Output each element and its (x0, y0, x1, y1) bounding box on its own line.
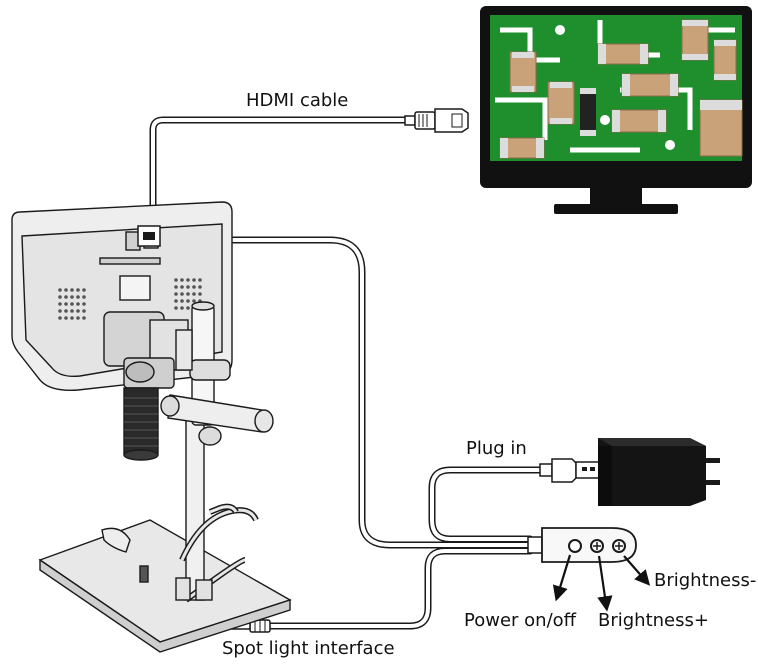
brightness-minus-button[interactable] (612, 539, 626, 553)
monitor (480, 6, 752, 214)
hdmi-connector (404, 108, 469, 133)
power-button[interactable] (568, 539, 582, 553)
device-hdmi-port (137, 225, 161, 247)
main-cable (156, 236, 534, 549)
usb-plug (539, 458, 601, 483)
brightness-plus-arrow (597, 555, 613, 612)
pcb-image (490, 15, 743, 161)
brightness-minus-arrow (623, 555, 651, 586)
control-box (527, 527, 637, 563)
power-arrow (552, 554, 572, 602)
spot-light-label: Spot light interface (222, 638, 395, 659)
usb-cable (428, 466, 554, 543)
power-adapter (598, 438, 720, 506)
hdmi-cable (149, 116, 409, 234)
digital-microscope (11, 201, 292, 653)
left-vent (58, 288, 86, 320)
brightness-plus-button[interactable] (590, 539, 604, 553)
brightness-plus-label: Brightness+ (598, 610, 709, 631)
callout-arrows (552, 554, 651, 612)
hdmi-cable-label: HDMI cable (246, 90, 349, 111)
plug-in-label: Plug in (466, 438, 527, 459)
spot-light-cable (266, 547, 534, 630)
power-label: Power on/off (464, 610, 577, 631)
brightness-minus-label: Brightness- (654, 570, 757, 591)
